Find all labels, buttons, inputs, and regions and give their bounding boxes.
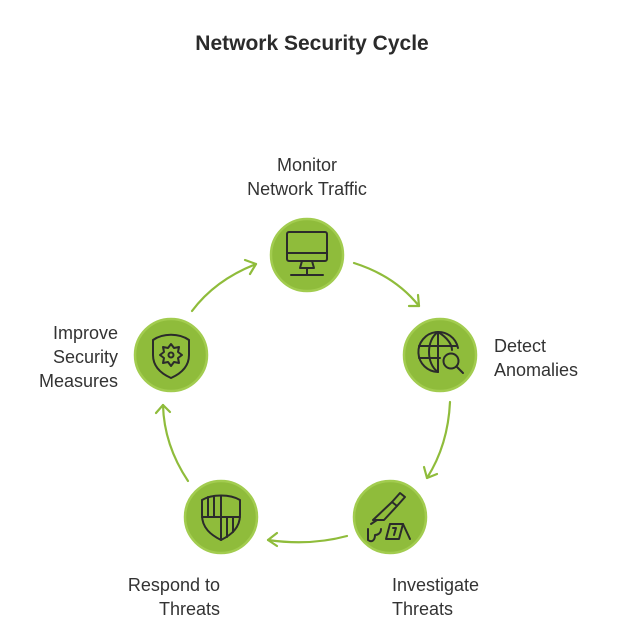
arrow-improve-to-monitor: [190, 258, 258, 313]
label-improve-line-1: Improve: [52, 323, 118, 343]
label-investigate-line-2: Threats: [392, 599, 454, 619]
node-improve-circle: [133, 317, 209, 393]
label-respond-line-2: Threats: [158, 599, 220, 619]
label-monitor-line-2: Network Traffic: [247, 179, 367, 199]
node-investigate-circle: [352, 479, 428, 555]
arrow-detect-to-investigate: [422, 400, 452, 480]
label-detect: Detect Anomalies: [494, 334, 614, 382]
label-monitor: Monitor Network Traffic: [207, 153, 407, 201]
label-respond: Respond to Threats: [90, 573, 220, 621]
globe-search-icon: [417, 331, 464, 374]
arrow-investigate-to-respond: [266, 531, 349, 548]
shield-icon: [201, 494, 241, 541]
label-monitor-line-1: Monitor: [276, 155, 338, 175]
knife-evidence-marker-icon: [367, 492, 411, 543]
node-improve: [133, 317, 209, 393]
diagram-title: Network Security Cycle: [195, 32, 429, 55]
node-monitor: [269, 217, 345, 293]
node-detect: [402, 317, 478, 393]
label-investigate: Investigate Threats: [392, 573, 512, 621]
arrow-respond-to-improve: [154, 403, 190, 483]
label-detect-line-2: Anomalies: [494, 360, 579, 380]
label-improve-line-3: Measures: [38, 371, 118, 391]
label-investigate-line-1: Investigate: [392, 575, 480, 595]
node-monitor-circle: [269, 217, 345, 293]
label-detect-line-1: Detect: [494, 336, 547, 356]
node-detect-circle: [402, 317, 478, 393]
arrow-monitor-to-detect: [352, 261, 421, 308]
shield-gear-icon: [152, 333, 190, 379]
node-respond: [183, 479, 259, 555]
node-investigate: [352, 479, 428, 555]
monitor-icon: [286, 231, 328, 276]
label-respond-line-1: Respond to: [127, 575, 220, 595]
label-improve: Improve Security Measures: [0, 321, 118, 393]
label-improve-line-2: Security: [52, 347, 118, 367]
